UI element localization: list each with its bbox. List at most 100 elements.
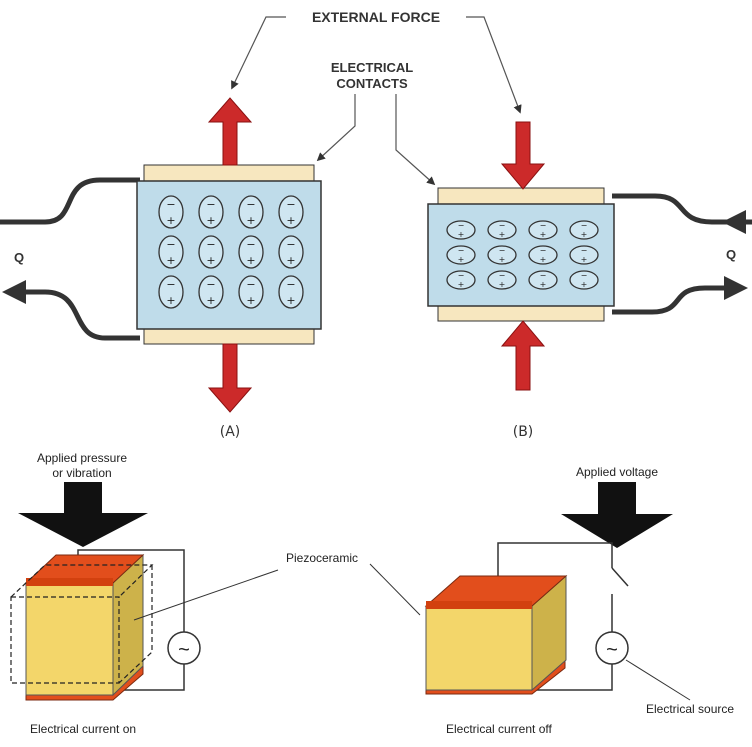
panel-b-dipole: −+: [446, 220, 476, 240]
panel-a-dipole-plus: +: [286, 254, 295, 267]
piezoceramic-leader-right: [369, 563, 421, 616]
electrical-source-label: Electrical source: [646, 702, 734, 716]
panel-a-dipole-minus: −: [246, 198, 255, 211]
piezoceramic-callout: Piezoceramic: [133, 551, 421, 621]
panel-a-dipole: −+: [158, 235, 184, 269]
panel-b-dipole-minus: −: [581, 221, 588, 230]
open-switch: [611, 567, 629, 587]
panel-a-dipole: −+: [278, 275, 304, 309]
panel-a-dipoles: −+−+−+−+−+−+−+−+−+−+−+−+: [158, 195, 304, 309]
panel-a-dipole-minus: −: [246, 238, 255, 251]
applied-pressure-label-line1: Applied pressure: [37, 451, 127, 465]
external-force-leader-a: [231, 16, 286, 90]
panel-b-dipole-plus: +: [458, 280, 465, 289]
panel-b-dipole-minus: −: [458, 221, 465, 230]
current-on-diagram: Applied pressure or vibration ~ Electric…: [10, 451, 201, 736]
panel-b-dipole-plus: +: [581, 230, 588, 239]
electrical-contacts-leader-a: [316, 94, 356, 162]
panel-a-force-arrow-down: [207, 343, 253, 413]
deformation-outline: [10, 564, 154, 684]
panel-a-dipole-plus: +: [166, 254, 175, 267]
panel-a-dipole-minus: −: [206, 238, 215, 251]
panel-a-top-contact: [143, 164, 315, 182]
electrical-contacts-leader-b: [395, 94, 436, 186]
external-force-leader-b: [466, 16, 522, 114]
current-on-ac-source: [167, 631, 201, 665]
panel-b-dipole-plus: +: [458, 255, 465, 264]
panel-b-dipole-plus: +: [581, 255, 588, 264]
panel-b-dipole-plus: +: [540, 280, 547, 289]
panel-b-top-contact: [437, 187, 605, 205]
panel-a-force-arrow-up: [207, 97, 253, 166]
panel-b-dipole-plus: +: [540, 230, 547, 239]
panel-b-wire-out-arrowhead: [724, 276, 748, 300]
panel-a-dipole-minus: −: [206, 278, 215, 291]
panel-b-caption: (B): [513, 424, 534, 440]
panel-b-wire-in-arrowhead: [722, 210, 746, 234]
panel-b-dipole: −+: [528, 245, 558, 265]
panel-a-dipole-minus: −: [206, 198, 215, 211]
panel-a-charge-label: Q: [14, 250, 24, 265]
panel-b-dipole-minus: −: [458, 271, 465, 280]
current-off-label: Electrical current off: [446, 722, 552, 736]
panel-b-force-arrow-up: [500, 320, 546, 391]
panel-a-dipole: −+: [198, 235, 224, 269]
panel-b-wire-out: [612, 285, 728, 315]
top-labels: EXTERNAL FORCE ELECTRICAL CONTACTS: [231, 9, 522, 186]
panel-b-dipole-minus: −: [499, 271, 506, 280]
panel-b-dipole: −+: [487, 245, 517, 265]
panel-b-dipole-minus: −: [540, 271, 547, 280]
panel-b-dipole: −+: [446, 245, 476, 265]
piezoceramic-leader-left: [133, 569, 279, 621]
panel-b-dipole: −+: [569, 270, 599, 290]
panel-b-charge-label: Q: [726, 247, 736, 262]
panel-a-dipole: −+: [198, 275, 224, 309]
panel-a-wire-out-arrowhead: [2, 280, 26, 304]
current-on-cube-front: [25, 582, 114, 696]
panel-b-dipole-plus: +: [540, 255, 547, 264]
panel-a-dipole-plus: +: [166, 214, 175, 227]
current-off-circuit-wire: [497, 542, 613, 691]
panel-b-dipole-minus: −: [499, 246, 506, 255]
current-on-cube-top-edge: [26, 578, 113, 586]
panel-a-dipole-minus: −: [286, 198, 295, 211]
panel-a-dipole-minus: −: [166, 238, 175, 251]
panel-b-dipole: −+: [528, 270, 558, 290]
panel-b-dipole: −+: [446, 270, 476, 290]
current-on-ac-symbol: ~: [178, 639, 190, 661]
panel-b: −+−+−+−+−+−+−+−+−+−+−+−+ Q (B): [427, 121, 752, 440]
panel-a: −+−+−+−+−+−+−+−+−+−+−+−+ Q (A): [0, 97, 322, 440]
panel-b-dipole-plus: +: [581, 280, 588, 289]
current-on-label: Electrical current on: [30, 722, 136, 736]
panel-a-dipole-plus: +: [286, 294, 295, 307]
panel-a-dipole-minus: −: [166, 278, 175, 291]
panel-b-dipole-minus: −: [458, 246, 465, 255]
panel-b-dipole: −+: [569, 245, 599, 265]
current-off-diagram: Applied voltage ~ Electrical source Elec…: [424, 465, 734, 736]
panel-b-dipole-minus: −: [540, 246, 547, 255]
pressure-arrow: [18, 482, 148, 547]
panel-a-dipole: −+: [158, 195, 184, 229]
panel-b-force-arrow-down: [500, 121, 546, 190]
current-off-cube-front: [425, 605, 533, 691]
panel-b-dipole-plus: +: [499, 255, 506, 264]
panel-b-dipole-minus: −: [499, 221, 506, 230]
external-force-label: EXTERNAL FORCE: [312, 9, 440, 25]
panel-a-dipole-plus: +: [206, 214, 215, 227]
panel-b-dipole-minus: −: [581, 246, 588, 255]
panel-a-dipole: −+: [278, 235, 304, 269]
panel-b-dipole-plus: +: [458, 230, 465, 239]
panel-b-wire-in: [612, 193, 752, 225]
panel-a-dipole-minus: −: [246, 278, 255, 291]
panel-a-dipole-plus: +: [166, 294, 175, 307]
panel-a-dipole-plus: +: [206, 254, 215, 267]
current-off-cube-top-edge: [426, 601, 532, 609]
panel-a-dipole: −+: [238, 235, 264, 269]
panel-b-bottom-contact: [437, 304, 605, 322]
panel-a-dipole-plus: +: [246, 254, 255, 267]
panel-a-dipole-plus: +: [206, 294, 215, 307]
panel-b-dipole: −+: [528, 220, 558, 240]
panel-b-dipoles: −+−+−+−+−+−+−+−+−+−+−+−+: [446, 220, 599, 290]
panel-a-dipole-minus: −: [166, 198, 175, 211]
